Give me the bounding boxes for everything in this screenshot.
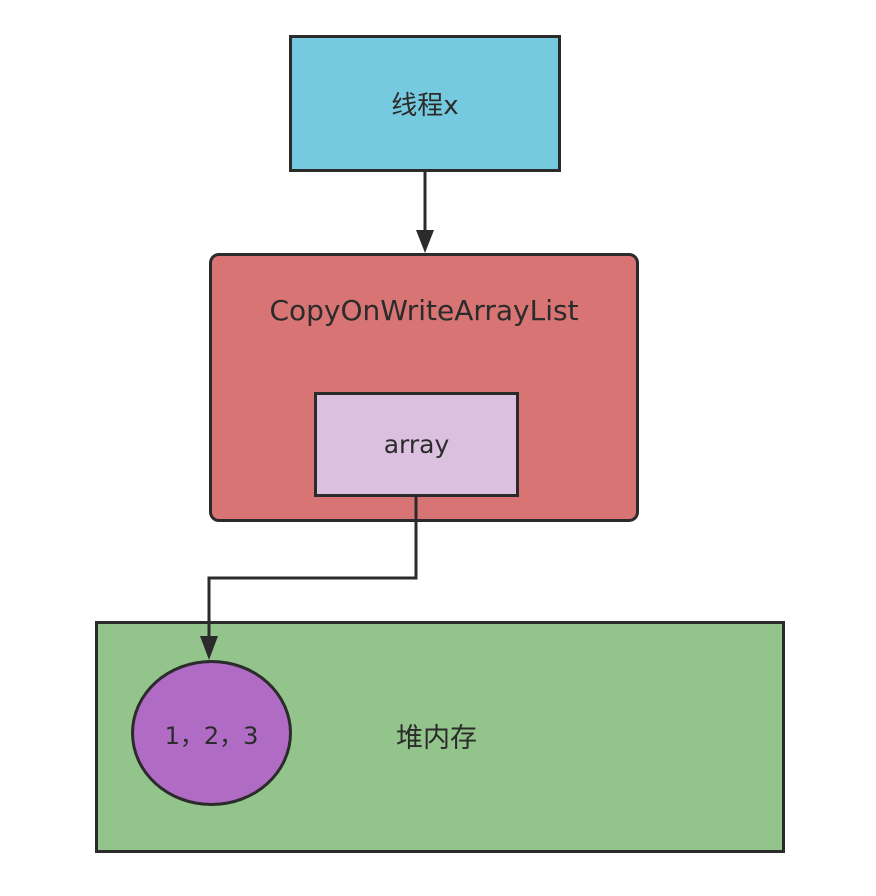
thread-label: 线程x [391, 91, 459, 121]
copyonwritearraylist-title: CopyOnWriteArrayList [269, 294, 579, 327]
thread-to-list-arrowhead [416, 230, 434, 253]
array-field-node: array [314, 392, 519, 497]
array-values-circle: 1，2，3 [131, 660, 292, 806]
heap-memory-label: 堆内存 [396, 723, 477, 754]
array-values-label: 1，2，3 [164, 721, 259, 750]
thread-node: 线程x [289, 35, 561, 172]
array-label: array [383, 430, 450, 459]
